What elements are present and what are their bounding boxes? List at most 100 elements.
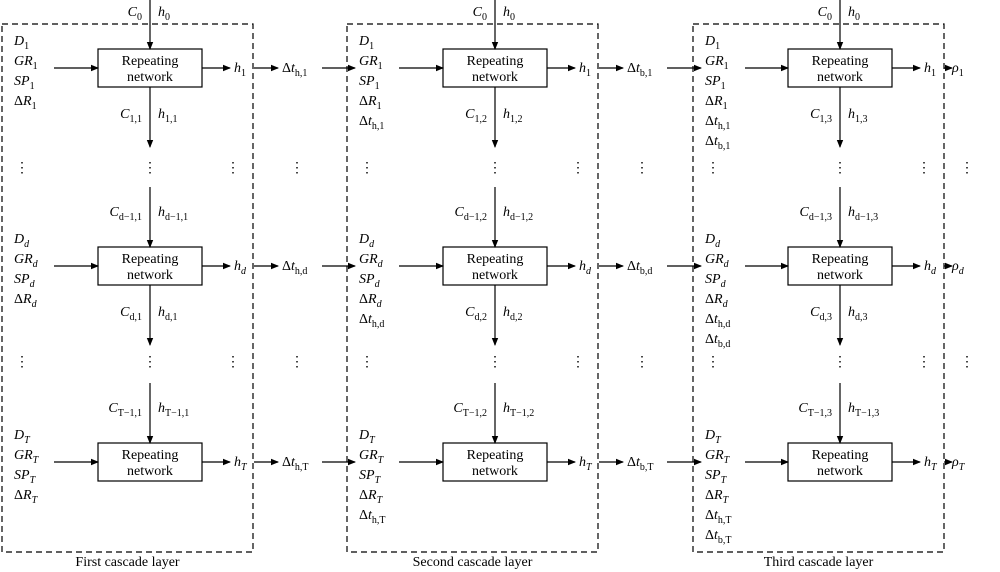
- state-up-labels-h-label: hT−1,2: [503, 401, 534, 419]
- input-t-3: Δtb,T: [705, 528, 732, 546]
- ellipsis-icon: ⋮: [488, 161, 502, 176]
- between-layer-label: Δtb,d: [627, 259, 652, 277]
- input-t-2: Δtb,d: [705, 332, 730, 350]
- ellipsis-icon: ⋮: [706, 161, 720, 176]
- input-d-2: Dd: [704, 232, 721, 250]
- top-state-inputs-h-label: h0: [158, 5, 170, 23]
- ellipsis-icon: ⋮: [226, 161, 240, 176]
- input-d-1: D1: [358, 34, 374, 52]
- ellipsis-icon: ⋮: [143, 355, 157, 370]
- output-h-label: h1: [579, 61, 591, 79]
- input-d-1: D1: [704, 34, 720, 52]
- input-d-2: Dd: [13, 232, 30, 250]
- repeating-network-box: [787, 442, 893, 482]
- top-state-inputs: C0 h0: [128, 5, 170, 23]
- input-gr-3: GRT: [359, 448, 385, 466]
- state-down-labels-h-label: h1,3: [848, 107, 868, 125]
- repeating-network-label: network: [472, 268, 518, 283]
- input-gr-3: GRT: [14, 448, 40, 466]
- between-layer-label: Δth,d: [282, 259, 307, 277]
- input-r-3: ΔRT: [14, 488, 39, 506]
- repeating-network-label: Repeating: [812, 448, 869, 463]
- ellipsis-icon: ⋮: [15, 161, 29, 176]
- repeating-network-box: [97, 246, 203, 286]
- input-gr-2: GRd: [705, 252, 730, 270]
- ellipsis-icon: ⋮: [226, 355, 240, 370]
- repeating-network-label: Repeating: [467, 54, 524, 69]
- repeating-network-label: Repeating: [812, 54, 869, 69]
- state-up-labels-c-label: CT−1,2: [453, 401, 487, 419]
- ellipsis-icon: ⋮: [360, 161, 374, 176]
- between-layer-label: Δth,T: [282, 455, 309, 473]
- repeating-network-label: network: [127, 464, 173, 479]
- cascade-layer-frame: [692, 23, 945, 553]
- input-sp-3: SPT: [705, 468, 728, 486]
- cascade-layer-caption: Second cascade layer: [413, 555, 533, 570]
- repeating-network-label: Repeating: [467, 448, 524, 463]
- input-t-2: Δth,d: [359, 312, 384, 330]
- repeating-network-label: network: [127, 70, 173, 85]
- output-h-label: hT: [924, 455, 938, 473]
- input-sp-2: SPd: [14, 272, 36, 290]
- top-state-inputs-h-label: h0: [848, 5, 860, 23]
- input-r-2: ΔRd: [14, 292, 38, 310]
- output-h-label: hT: [579, 455, 593, 473]
- repeating-network-label: network: [817, 70, 863, 85]
- repeating-network-label: Repeating: [467, 252, 524, 267]
- state-up-labels-c-label: CT−1,1: [108, 401, 142, 419]
- input-gr-2: GRd: [359, 252, 384, 270]
- state-up-labels-c-label: CT−1,3: [798, 401, 832, 419]
- ellipsis-icon: ⋮: [290, 161, 304, 176]
- ellipsis-icon: ⋮: [290, 355, 304, 370]
- state-down-labels-c-label: Cd,1: [120, 305, 142, 323]
- input-r-2: ΔRd: [359, 292, 383, 310]
- state-down-labels-h-label: hd,1: [158, 305, 178, 323]
- ellipsis-icon: ⋮: [833, 161, 847, 176]
- top-state-inputs-c-label: C0: [473, 5, 487, 23]
- input-r-1: ΔR1: [14, 94, 37, 112]
- input-gr-3: GRT: [705, 448, 731, 466]
- input-r-1: ΔR1: [705, 94, 728, 112]
- between-layer-label: Δth,1: [282, 61, 307, 79]
- ellipsis-icon: ⋮: [635, 161, 649, 176]
- ellipsis-icon: ⋮: [917, 355, 931, 370]
- state-up-labels-h-label: hd−1,2: [503, 205, 533, 223]
- cascade-layer-frame: [1, 23, 254, 553]
- state-up-labels-c-label: Cd−1,1: [110, 205, 142, 223]
- repeating-network-label: network: [817, 268, 863, 283]
- input-sp-1: SP1: [359, 74, 380, 92]
- state-down-labels: Cd,1 hd,1: [120, 305, 177, 323]
- input-gr-1: GR1: [359, 54, 383, 72]
- ellipsis-icon: ⋮: [571, 161, 585, 176]
- input-sp-1: SP1: [705, 74, 726, 92]
- ellipsis-icon: ⋮: [960, 161, 974, 176]
- top-state-inputs-c-label: C0: [128, 5, 142, 23]
- input-sp-1: SP1: [14, 74, 35, 92]
- input-t-2: Δth,d: [705, 312, 730, 330]
- input-t-1: Δth,1: [705, 114, 730, 132]
- ellipsis-icon: ⋮: [706, 355, 720, 370]
- input-d-3: DT: [358, 428, 376, 446]
- repeating-network-label: network: [472, 70, 518, 85]
- between-layer-label: ρ1: [951, 61, 964, 79]
- ellipsis-icon: ⋮: [917, 161, 931, 176]
- input-r-2: ΔRd: [705, 292, 729, 310]
- input-t-1: Δtb,1: [705, 134, 730, 152]
- repeating-network-label: Repeating: [122, 252, 179, 267]
- input-d-3: DT: [13, 428, 31, 446]
- state-down-labels-h-label: h1,2: [503, 107, 523, 125]
- input-gr-2: GRd: [14, 252, 39, 270]
- cascade-layer-2: Second cascade layerRepeatingnetworkRepe…: [346, 23, 649, 570]
- state-up-labels-c-label: Cd−1,2: [455, 205, 487, 223]
